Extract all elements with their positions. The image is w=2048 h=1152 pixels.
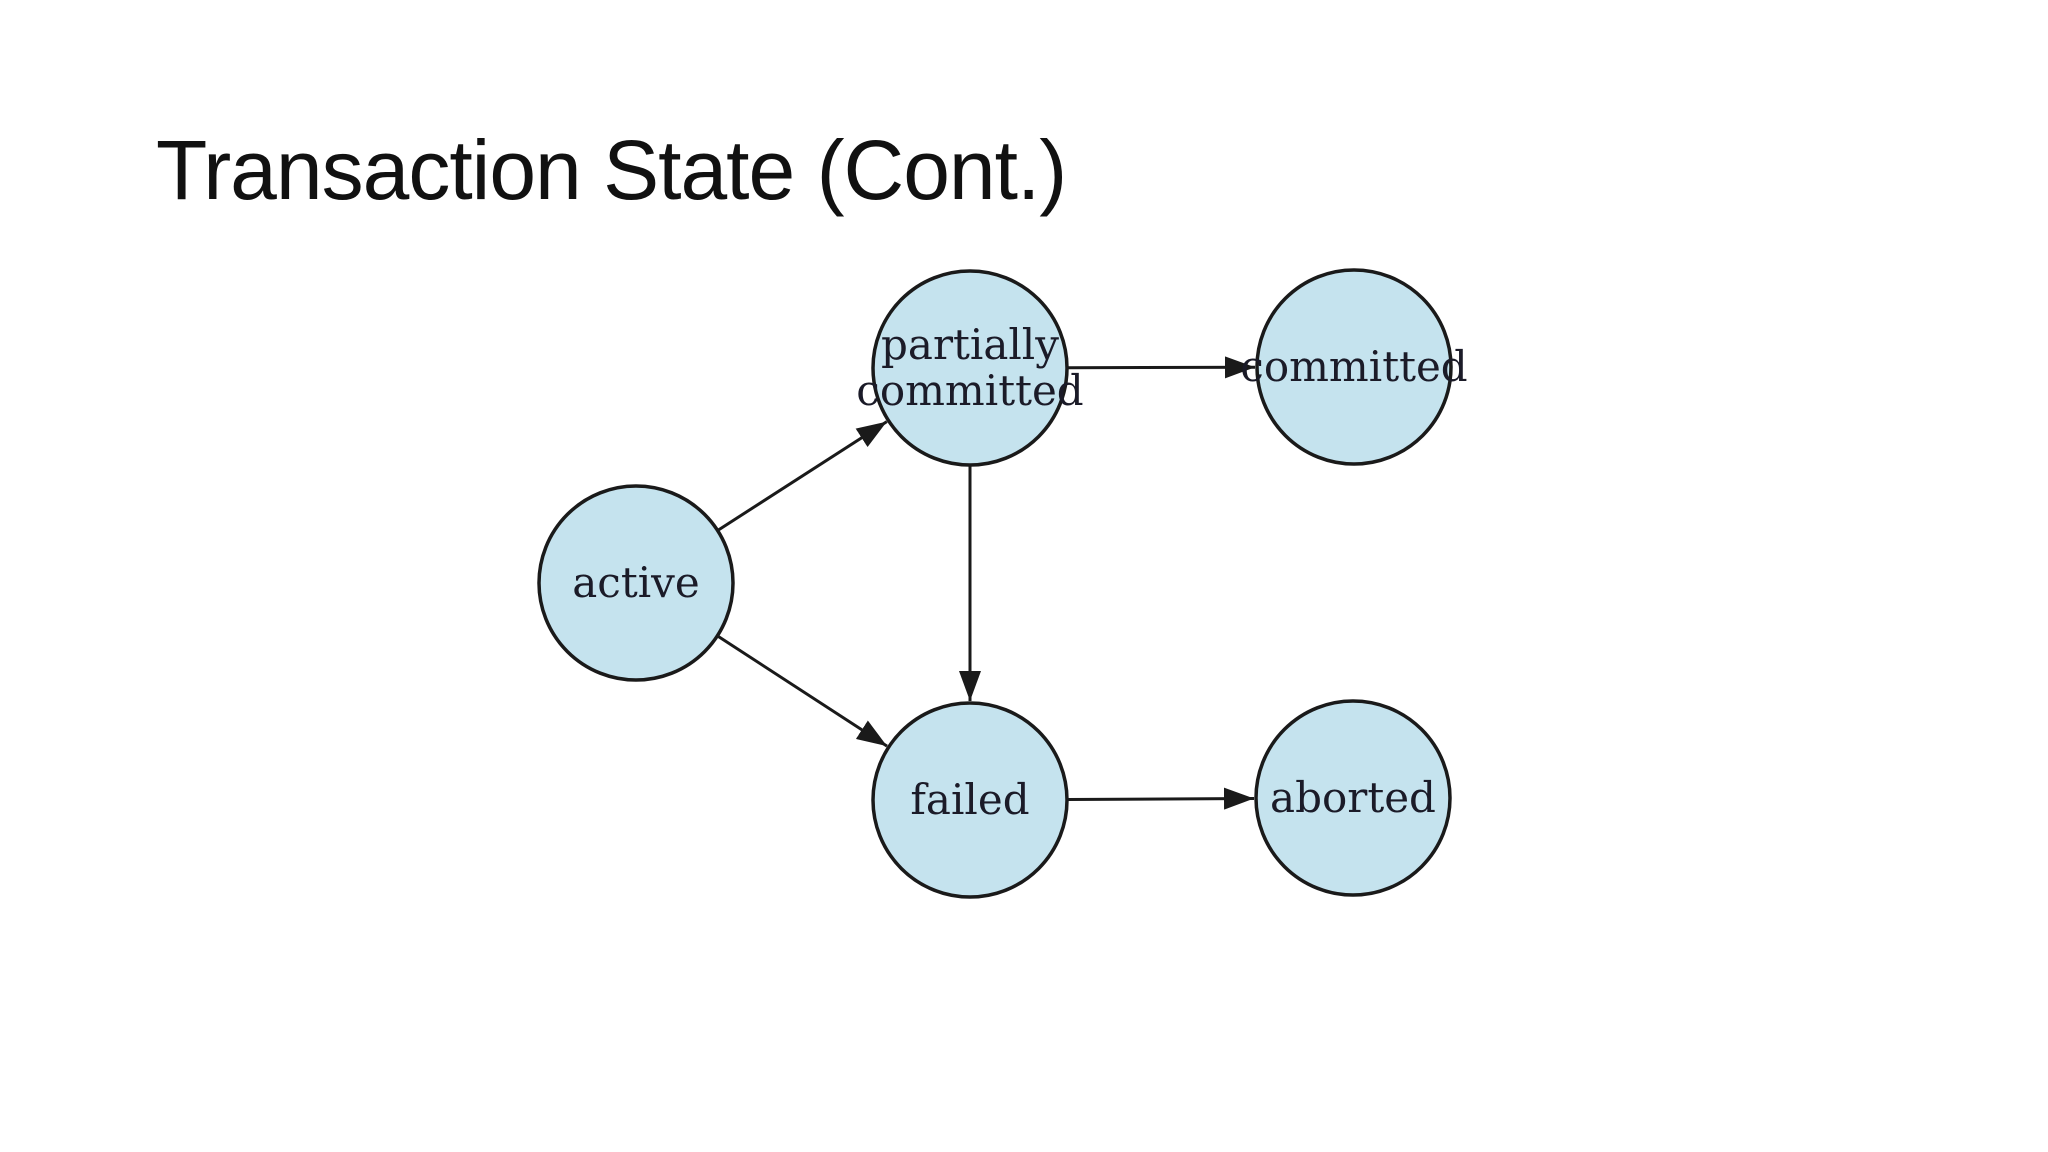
state-label-partially-committed-line1: partially xyxy=(881,320,1059,369)
edge-active-to-partially-committed xyxy=(717,420,888,532)
state-circle-partially-committed xyxy=(871,269,1069,467)
state-label-failed: failed xyxy=(910,775,1029,824)
state-node-aborted: aborted xyxy=(1254,699,1452,897)
state-node-committed: committed xyxy=(1240,268,1468,466)
edge-active-to-failed xyxy=(717,635,888,748)
state-label-aborted: aborted xyxy=(1270,773,1436,822)
state-label-active: active xyxy=(572,558,699,607)
state-label-partially-committed-line2: committed xyxy=(856,366,1083,415)
state-circle-aborted xyxy=(1254,699,1452,897)
state-circle-committed xyxy=(1255,268,1453,466)
state-circle-active xyxy=(537,484,735,682)
slide-title: Transaction State (Cont.) xyxy=(156,123,1067,217)
state-circle-failed xyxy=(871,701,1069,899)
state-node-failed: failed xyxy=(871,701,1069,899)
state-node-active: active xyxy=(537,484,735,682)
diagram-edges xyxy=(717,356,1256,810)
state-label-committed: committed xyxy=(1240,342,1467,391)
edge-failed-to-aborted xyxy=(1067,787,1255,810)
